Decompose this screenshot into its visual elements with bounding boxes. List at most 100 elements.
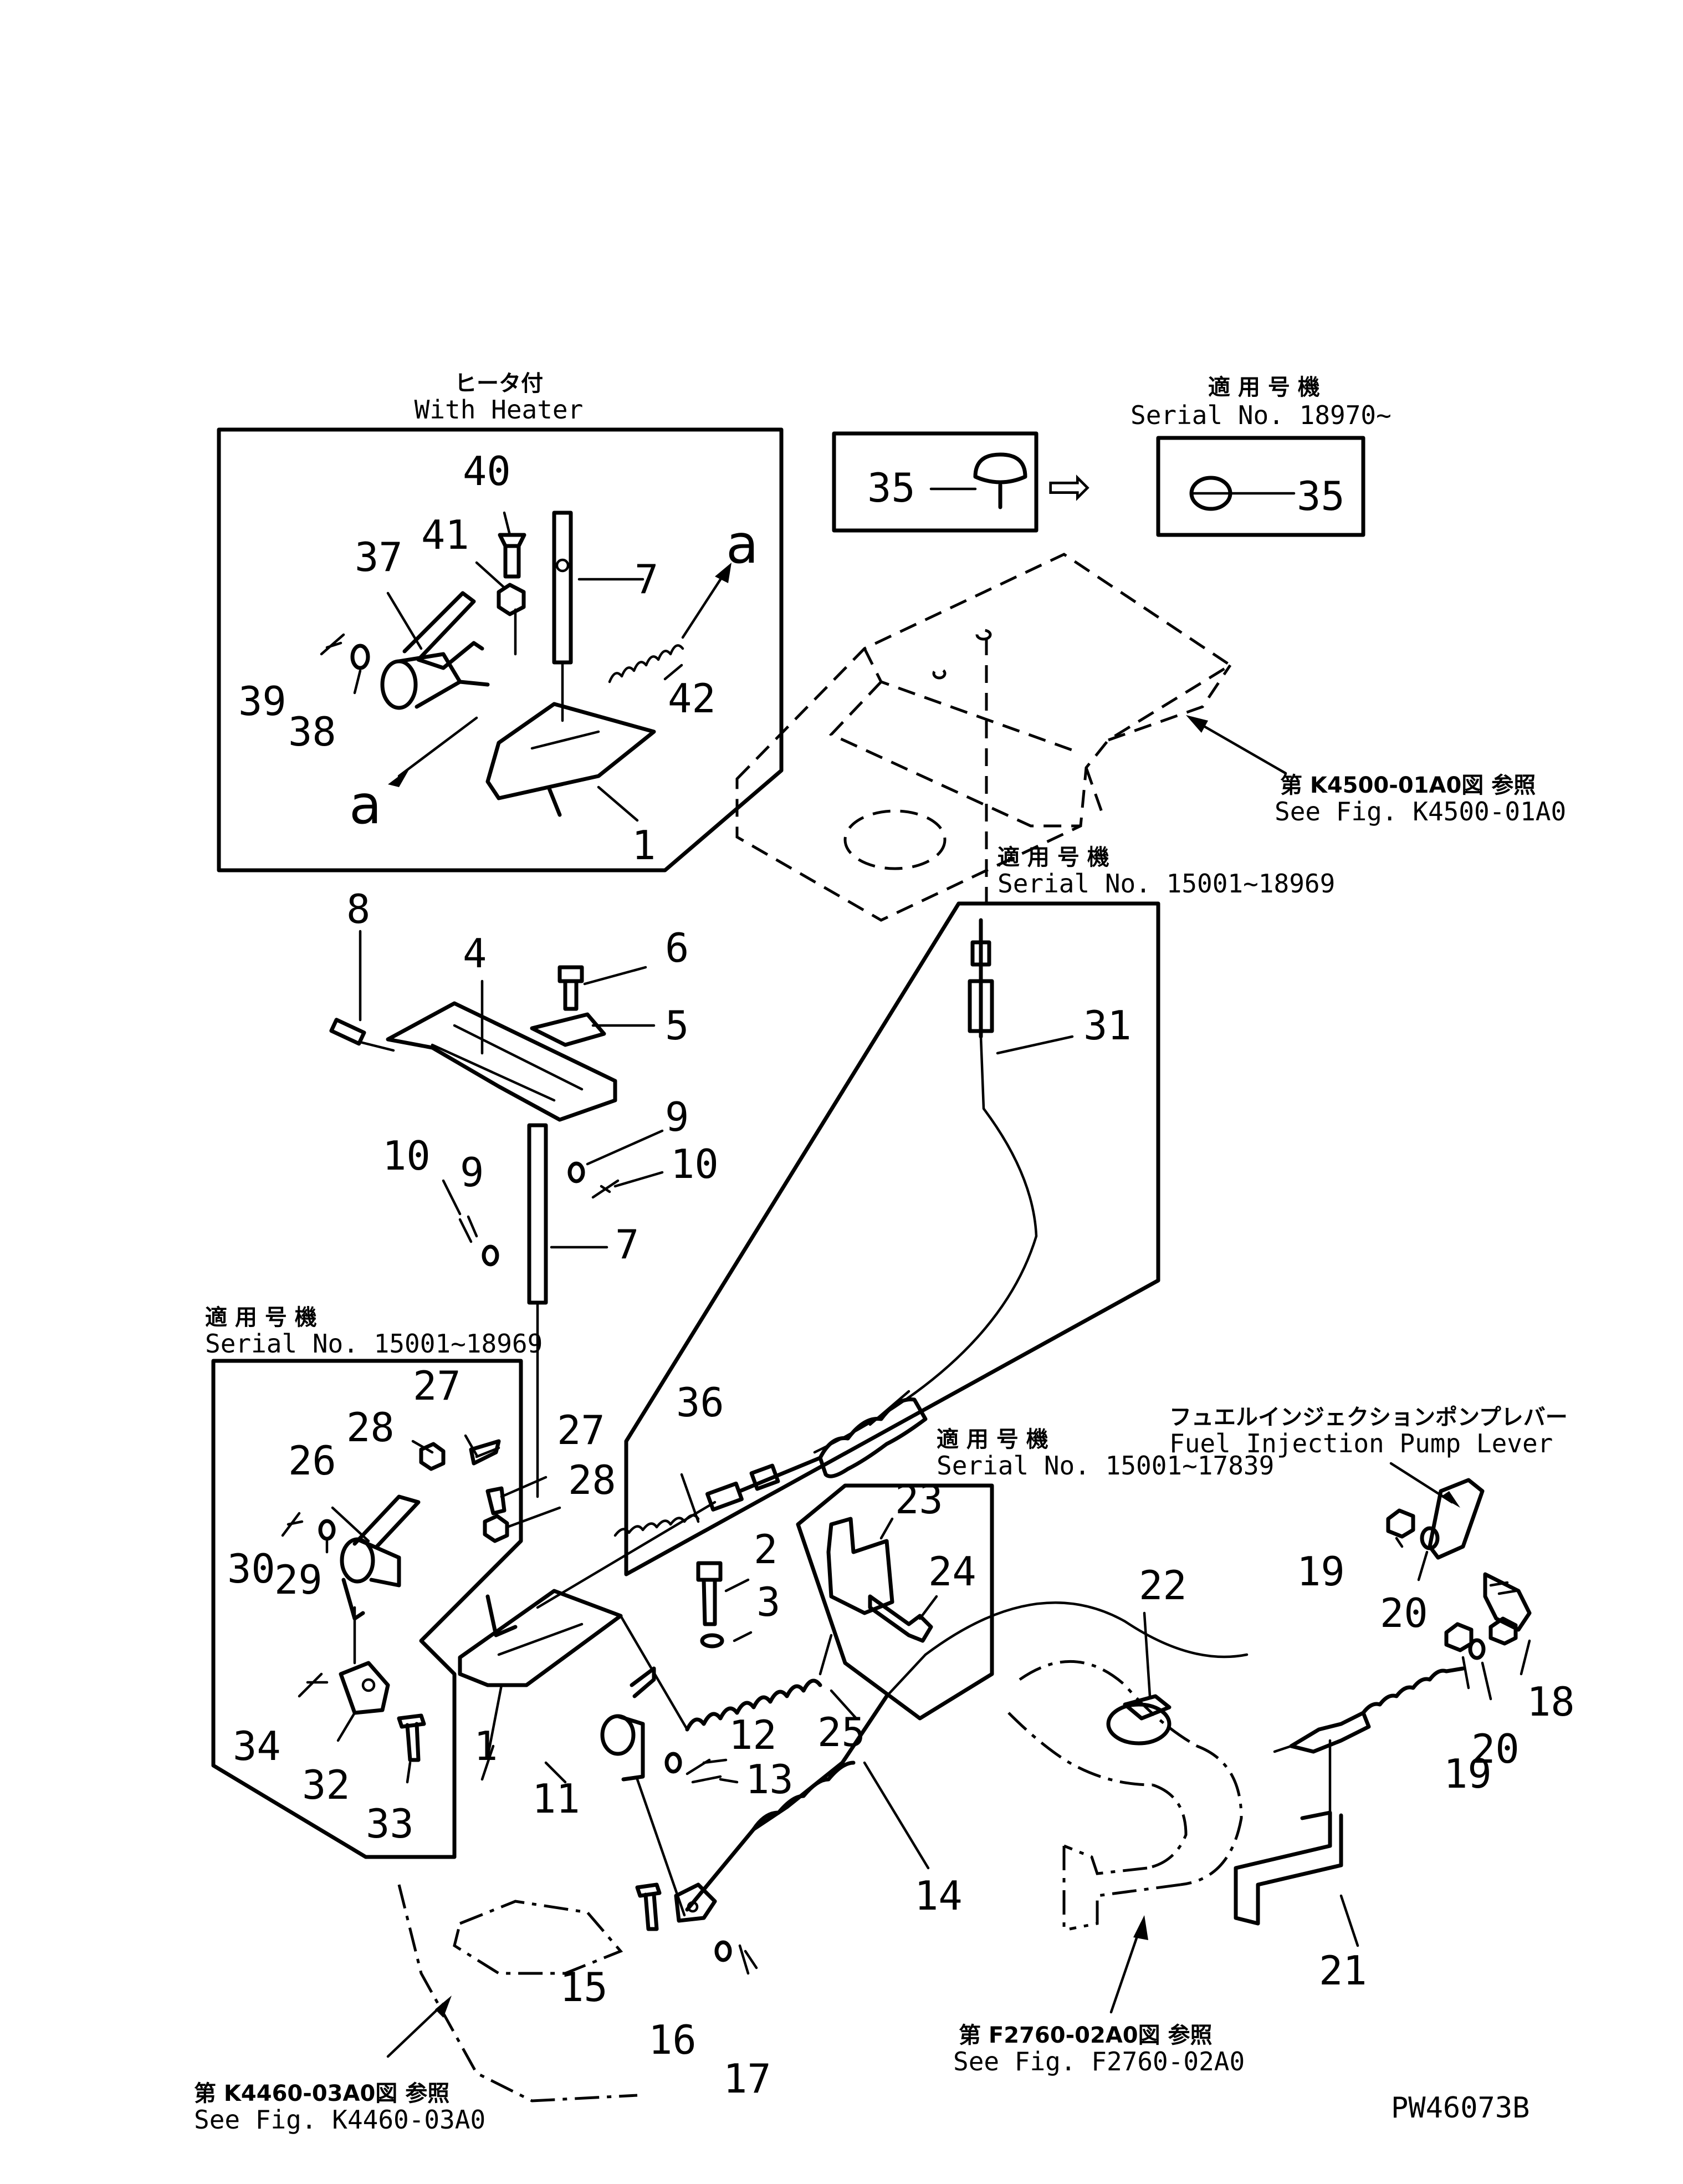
washer-20-bottom	[1468, 1638, 1486, 1660]
spring-42	[608, 644, 684, 683]
washer-38	[350, 644, 370, 670]
pin-34	[298, 1672, 329, 1698]
callout-16: 16	[648, 2017, 697, 2063]
heater-caption-jp: ヒータ付	[454, 371, 543, 396]
callout-31: 31	[1083, 1002, 1132, 1049]
callout-29: 29	[274, 1557, 323, 1603]
bolt-2	[696, 1561, 723, 1626]
lever-7	[527, 1123, 548, 1305]
ref-k4500-jp: 第 K4500-01A0図 参照	[1280, 773, 1536, 798]
callout-8: 8	[346, 886, 370, 932]
nut-19-top	[1386, 1508, 1415, 1539]
bolt-27-top	[469, 1439, 501, 1466]
callout-7: 7	[615, 1221, 639, 1268]
callout-9-right: 9	[665, 1094, 689, 1140]
lever-26	[352, 1494, 421, 1549]
bracket-21	[1234, 1810, 1343, 1926]
callout-27-mid: 27	[557, 1407, 605, 1453]
muffler-22	[1106, 1702, 1172, 1746]
callout-3: 3	[756, 1579, 780, 1625]
callout-35-left: 35	[867, 465, 915, 511]
ref-k4460-en: See Fig. K4460-03A0	[194, 2105, 485, 2135]
serial-bracket-jp: 適 用 号 機	[937, 1427, 1048, 1452]
nut-28-top	[419, 1442, 446, 1471]
callout-15: 15	[560, 1964, 608, 2010]
pin-17	[738, 1944, 758, 1975]
callout-27-top: 27	[413, 1363, 461, 1409]
exhaust-pipe-f2760: 第 F2760-02A0図 参照 See Fig. F2760-02A0	[953, 1611, 1245, 2076]
callout-28-top: 28	[346, 1404, 395, 1451]
callout-37: 37	[355, 534, 403, 580]
nut-18	[1488, 1616, 1518, 1646]
pin-10-left	[458, 1215, 478, 1243]
pin-10-right	[591, 1179, 620, 1199]
ref-f2760-jp: 第 F2760-02A0図 参照	[959, 2023, 1213, 2048]
pin-39	[320, 633, 345, 656]
callout-42: 42	[668, 675, 716, 722]
callout-numbers: a a a 1 7 37 38 39 40 41 42 35 35 4 5 6 …	[227, 448, 1575, 2102]
callout-20-top: 20	[1380, 1590, 1428, 1636]
marker-a-bottom: a	[349, 774, 382, 836]
serial-top-jp: 適 用 号 機	[1208, 375, 1320, 400]
callout-2: 2	[754, 1526, 777, 1573]
callout-35-right: 35	[1297, 473, 1345, 519]
callout-13: 13	[745, 1756, 794, 1803]
callout-33: 33	[366, 1800, 414, 1847]
callout-5: 5	[665, 1002, 689, 1049]
washer-20-top	[1420, 1526, 1440, 1550]
washer-12	[664, 1752, 682, 1774]
bolt-27-mid	[485, 1486, 507, 1515]
nut-28-mid	[483, 1514, 509, 1543]
serial-top-en: Serial No. 18970~	[1130, 400, 1392, 430]
fuel-pump-en: Fuel Injection Pump Lever	[1169, 1428, 1553, 1458]
k4460-region: 第 K4460-03A0図 参照 See Fig. K4460-03A0	[194, 1884, 638, 2135]
callout-32: 32	[302, 1762, 350, 1808]
arrow-to-new-knob: ⇨	[1047, 455, 1092, 517]
callout-38: 38	[288, 708, 336, 755]
pedal-assembly	[329, 930, 664, 1498]
callout-40: 40	[463, 448, 511, 494]
bolt-40	[503, 544, 521, 579]
bolt-6	[557, 965, 584, 1011]
serial-top-left-box	[832, 431, 1039, 533]
callout-6: 6	[665, 925, 689, 971]
callout-26: 26	[288, 1437, 336, 1484]
callout-34: 34	[233, 1723, 281, 1769]
callout-14: 14	[914, 1872, 963, 1919]
callout-18: 18	[1527, 1678, 1575, 1725]
marker-a-right: a	[726, 513, 759, 575]
callout-22: 22	[1139, 1562, 1187, 1609]
nut-41	[497, 583, 526, 616]
clevis-32	[339, 1661, 390, 1715]
pin-15	[635, 1882, 662, 1931]
callout-23: 23	[895, 1476, 943, 1523]
callout-30: 30	[227, 1545, 275, 1592]
drawing-code: PW46073B	[1391, 2091, 1529, 2125]
serial-cable-jp: 適 用 号 機	[997, 845, 1109, 870]
callout-24: 24	[928, 1548, 976, 1595]
callout-41: 41	[421, 512, 469, 558]
bolt-24	[868, 1594, 933, 1643]
heater-caption-en: With Heater	[415, 395, 584, 425]
pin-33	[397, 1713, 426, 1762]
serial-bracket-en: Serial No. 15001~17839	[937, 1451, 1274, 1481]
callout-7-heater: 7	[635, 556, 658, 603]
ball-joint-18	[1483, 1572, 1532, 1632]
bracket-23	[826, 1517, 894, 1615]
nut-19-bottom	[1444, 1622, 1474, 1652]
callout-21: 21	[1319, 1947, 1367, 1994]
cable-boot	[818, 1397, 928, 1478]
heater-lever-7	[552, 511, 573, 665]
callout-12: 12	[729, 1712, 777, 1758]
ref-k4460-jp: 第 K4460-03A0図 参照	[194, 2081, 449, 2106]
knob-35-old	[973, 452, 1027, 484]
callout-4: 4	[463, 930, 487, 977]
heater-inset: ヒータ付 With Heater	[217, 371, 784, 872]
serial-cable-en: Serial No. 15001~18969	[997, 869, 1335, 899]
cable-14-end	[1289, 1711, 1371, 1754]
washer-9-left	[482, 1244, 499, 1267]
bracket-1	[458, 1589, 623, 1687]
callout-17: 17	[723, 2055, 771, 2102]
washer-9-right	[567, 1161, 585, 1183]
